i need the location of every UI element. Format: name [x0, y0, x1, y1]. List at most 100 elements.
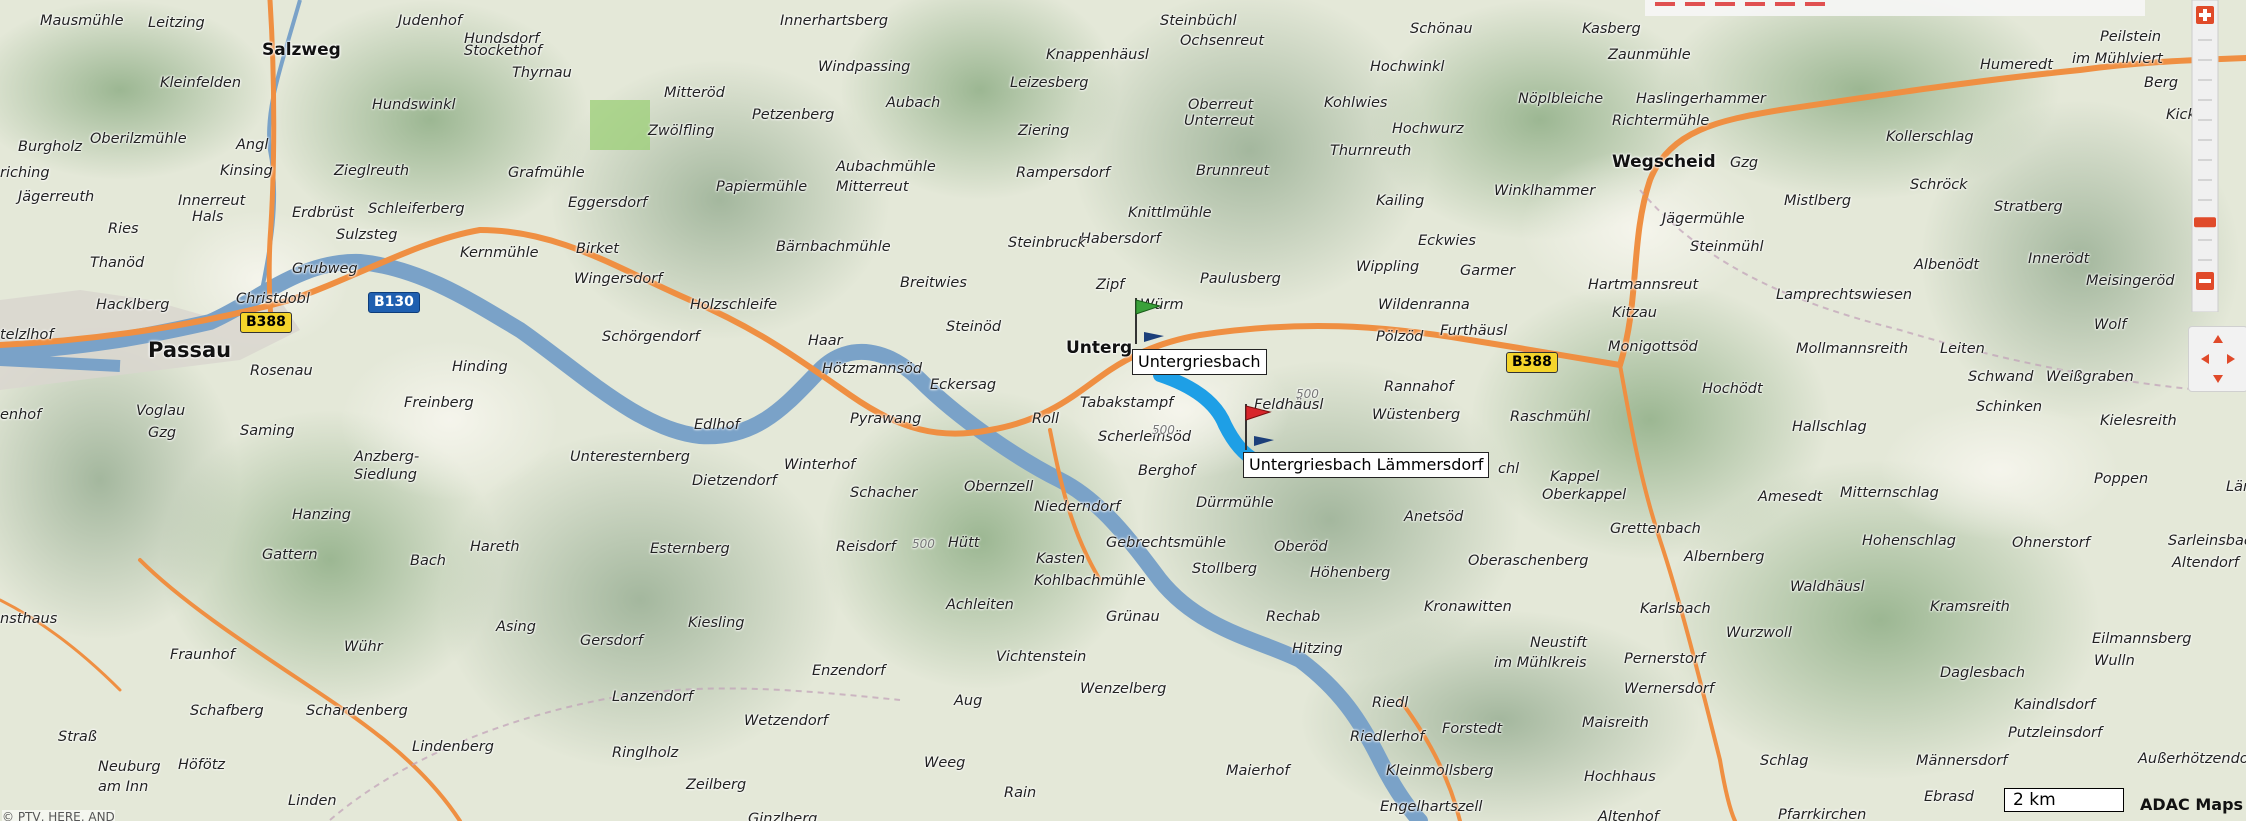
scale-label: 2 km — [2013, 790, 2056, 810]
place-label-wolf: Wolf — [2094, 317, 2127, 333]
place-label-innerhartsberg: Innerhartsberg — [780, 13, 889, 29]
inn-river — [0, 354, 121, 372]
place-label-feldhausl: Feldhäusl — [1254, 397, 1324, 413]
place-label-schacher: Schacher — [850, 485, 918, 501]
place-label-gersdorf: Gersdorf — [580, 633, 643, 649]
place-label-noplbleiche: Nöplbleiche — [1518, 91, 1604, 107]
place-label-wegscheid: Wegscheid — [1612, 152, 1716, 172]
place-label-aug: Aug — [954, 693, 983, 709]
pan-arrows-icon[interactable] — [2188, 326, 2246, 392]
place-label-pyrawang: Pyrawang — [850, 411, 922, 427]
place-label-kronawitten: Kronawitten — [1424, 599, 1512, 615]
place-label-stollberg: Stollberg — [1192, 561, 1258, 577]
place-label-gebrechtsmuhle: Gebrechtsmühle — [1106, 535, 1227, 551]
brand-logo[interactable]: ADAC Maps — [2140, 795, 2244, 814]
place-label-gattern: Gattern — [262, 547, 318, 563]
place-label-hochhaus: Hochhaus — [1584, 769, 1656, 785]
place-label-gzg1: Gzg — [1730, 155, 1759, 171]
place-label-stockethof: Stockethof — [464, 43, 542, 59]
place-label-kiesling: Kiesling — [688, 615, 745, 631]
place-label-lanzendorf: Lanzendorf — [612, 689, 694, 705]
place-label-thyrnau: Thyrnau — [512, 65, 572, 81]
place-label-im-muhlviertel: im Mühlviert — [2072, 51, 2163, 67]
place-label-hundsdorf: Hundsdorf — [464, 31, 540, 47]
place-label-oberreut: Oberreut — [1188, 97, 1254, 113]
destination-marker-label[interactable]: Untergriesbach Lämmersdorf — [1243, 452, 1490, 478]
place-label-maierhof: Maierhof — [1226, 763, 1290, 779]
place-label-obernzell: Obernzell — [964, 479, 1034, 495]
place-label-thurnreuth: Thurnreuth — [1330, 143, 1412, 159]
place-label-am-inn: am Inn — [98, 779, 149, 795]
place-label-windpassing: Windpassing — [818, 59, 911, 75]
start-marker-label[interactable]: Untergriesbach — [1132, 349, 1267, 375]
place-label-monigottsod: Monigottsöd — [1608, 339, 1698, 355]
place-label-hochwinkl: Hochwinkl — [1370, 59, 1445, 75]
place-label-mollmannsreith: Mollmannsreith — [1796, 341, 1909, 357]
place-label-kinsing: Kinsing — [220, 163, 273, 179]
place-label-riedlerhof: Riedlerhof — [1350, 729, 1425, 745]
zoom-slider[interactable] — [2188, 0, 2222, 312]
place-label-wingersdorf: Wingersdorf — [574, 271, 663, 287]
place-label-richting: riching — [0, 165, 50, 181]
place-label-ausserhotzendorf: Außerhötzendorf — [2138, 751, 2246, 767]
place-label-hochwurz: Hochwurz — [1392, 121, 1464, 137]
place-label-untergriesbach-town: Unterg — [1066, 338, 1133, 358]
place-label-scherleinsod: Scherleinsöd — [1098, 429, 1192, 445]
place-label-lindenberg: Lindenberg — [412, 739, 494, 755]
place-label-furthausl: Furthäusl — [1440, 323, 1508, 339]
scale-bar: 2 km — [2004, 788, 2124, 812]
place-label-kailing: Kailing — [1376, 193, 1425, 209]
zoom-thumb[interactable] — [2194, 217, 2216, 228]
place-label-eilmannsberg: Eilmannsberg — [2092, 631, 2192, 647]
place-label-passau: Passau — [148, 338, 232, 362]
place-label-pfarrkirchen: Pfarrkirchen — [1778, 807, 1867, 821]
place-label-schafberg: Schafberg — [190, 703, 264, 719]
copyright-notice: © PTV, HERE, AND — [2, 810, 115, 821]
place-label-anzberg: Anzberg- — [354, 449, 420, 465]
place-label-amesedt: Amesedt — [1758, 489, 1823, 505]
place-label-erdbrust: Erdbrüst — [292, 205, 354, 221]
place-label-steinmuhl: Steinmühl — [1690, 239, 1764, 255]
place-label-pernerstorf: Pernerstorf — [1624, 651, 1705, 667]
place-label-hitzing: Hitzing — [1292, 641, 1343, 657]
place-label-kaindlsdorf: Kaindlsdorf — [2014, 697, 2096, 713]
place-label-oberilzmuhle: Oberilzmühle — [90, 131, 187, 147]
place-label-strass: Straß — [58, 729, 97, 745]
top-overlay-strip — [1645, 0, 2145, 16]
place-label-eckersag: Eckersag — [930, 377, 997, 393]
place-label-maisreith: Maisreith — [1582, 715, 1649, 731]
place-label-tabakstampf: Tabakstampf — [1080, 395, 1174, 411]
place-label-kohlwies: Kohlwies — [1324, 95, 1388, 111]
place-label-neuburg: Neuburg — [98, 759, 161, 775]
place-label-wildenranna: Wildenranna — [1378, 297, 1470, 313]
plus-icon[interactable] — [2196, 6, 2214, 24]
place-label-rosenau: Rosenau — [250, 363, 313, 379]
place-label-linden: Linden — [288, 793, 337, 809]
place-label-bach: Bach — [410, 553, 446, 569]
place-label-raschmuhl: Raschmühl — [1510, 409, 1591, 425]
place-label-berg: Berg — [2144, 75, 2179, 91]
place-label-wurzwoll: Wurzwoll — [1726, 625, 1792, 641]
place-label-schrock: Schröck — [1910, 177, 1968, 193]
minus-icon[interactable] — [2196, 272, 2214, 290]
place-label-steinbruck: Steinbruck — [1008, 235, 1086, 251]
elevation-mark: 500 — [1296, 387, 1319, 401]
place-label-hacklberg: Hacklberg — [96, 297, 170, 313]
place-label-petzenberg: Petzenberg — [752, 107, 835, 123]
place-label-anetsod: Anetsöd — [1404, 509, 1464, 525]
place-label-sulzsteg: Sulzsteg — [336, 227, 398, 243]
place-label-schonau: Schönau — [1410, 21, 1473, 37]
road-shield-b388-west: B388 — [240, 312, 292, 334]
place-label-mitterod: Mitteröd — [664, 85, 725, 101]
place-label-leitzing: Leitzing — [148, 15, 205, 31]
start-flag-icon[interactable] — [1130, 296, 1170, 346]
place-label-wetzendorf: Wetzendorf — [744, 713, 828, 729]
place-label-asing: Asing — [496, 619, 536, 635]
destination-flag-icon[interactable] — [1240, 402, 1280, 452]
place-label-mausmuhle: Mausmühle — [40, 13, 124, 29]
place-label-im-muhlkreis: im Mühlkreis — [1494, 655, 1587, 671]
place-label-neustift: Neustift — [1530, 635, 1588, 651]
place-label-kappel: Kappel — [1550, 469, 1600, 485]
place-label-habersdorf: Habersdorf — [1080, 231, 1161, 247]
